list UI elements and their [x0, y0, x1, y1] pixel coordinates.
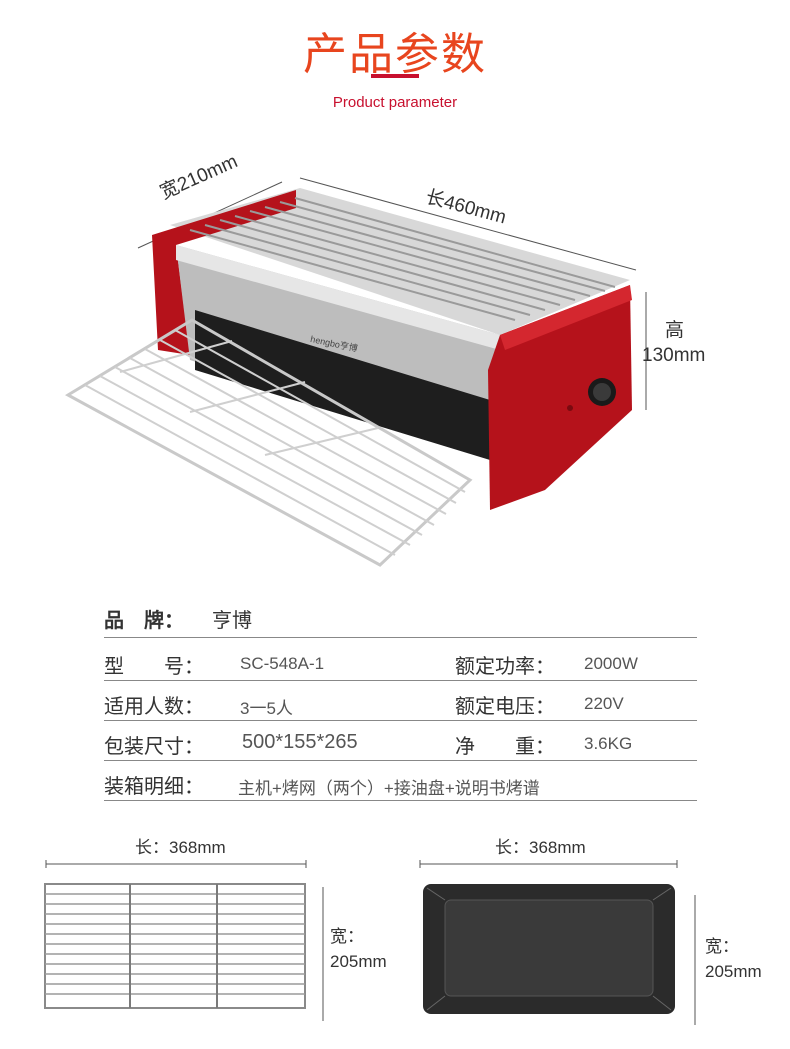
title-underline — [371, 74, 419, 78]
indicator-light — [567, 405, 573, 411]
spec-weight-value: 3.6KG — [584, 734, 633, 753]
spec-people-value: 3一5人 — [240, 699, 293, 718]
spec-divider — [104, 800, 697, 801]
tray-width-label: 宽： — [705, 937, 739, 956]
spec-power-label: 额定功率： — [455, 654, 555, 678]
rack-width-dimension-line — [322, 887, 324, 1021]
spec-divider — [104, 637, 697, 638]
spec-voltage-label: 额定电压： — [455, 694, 555, 718]
spec-package-value: 500*155*265 — [242, 731, 358, 753]
grill-rack-illustration — [44, 860, 307, 1009]
spec-divider — [104, 760, 697, 761]
page-title: 产品参数 — [303, 29, 487, 80]
spec-brand-label: 品 牌： — [104, 608, 184, 632]
spec-contents-label: 装箱明细： — [104, 774, 204, 798]
tray-width-dimension-line — [694, 895, 696, 1025]
height-dimension-label: 高 — [665, 320, 685, 341]
rack-width-label: 宽： — [330, 927, 364, 946]
spec-model-label: 型 号： — [104, 654, 204, 678]
spec-people-label: 适用人数： — [104, 694, 204, 718]
tray-length-label: 长：368mm — [495, 838, 586, 857]
spec-contents-value: 主机+烤网（两个）+接油盘+说明书烤谱 — [238, 779, 540, 798]
spec-divider — [104, 680, 697, 681]
spec-brand-value: 亨博 — [212, 608, 252, 632]
spec-power-value: 2000W — [584, 654, 638, 673]
spec-package-label: 包装尺寸： — [104, 734, 204, 758]
rack-width-value: 205mm — [330, 952, 387, 971]
spec-divider — [104, 720, 697, 721]
tray-width-value: 205mm — [705, 962, 762, 981]
spec-weight-label: 净 重： — [455, 734, 555, 758]
rack-length-label: 长：368mm — [135, 838, 226, 857]
length-dimension-line — [299, 177, 637, 271]
spec-model-value: SC-548A-1 — [240, 654, 325, 673]
spec-voltage-value: 220V — [584, 694, 624, 713]
left-end-cap — [152, 190, 296, 355]
grill-product-illustration — [64, 177, 647, 567]
top-grill-bars — [189, 197, 616, 321]
height-dimension-value: 130mm — [642, 345, 706, 366]
drip-tray-illustration — [419, 860, 678, 1014]
page-subtitle: Product parameter — [332, 94, 458, 111]
front-grill-rack — [64, 318, 473, 567]
